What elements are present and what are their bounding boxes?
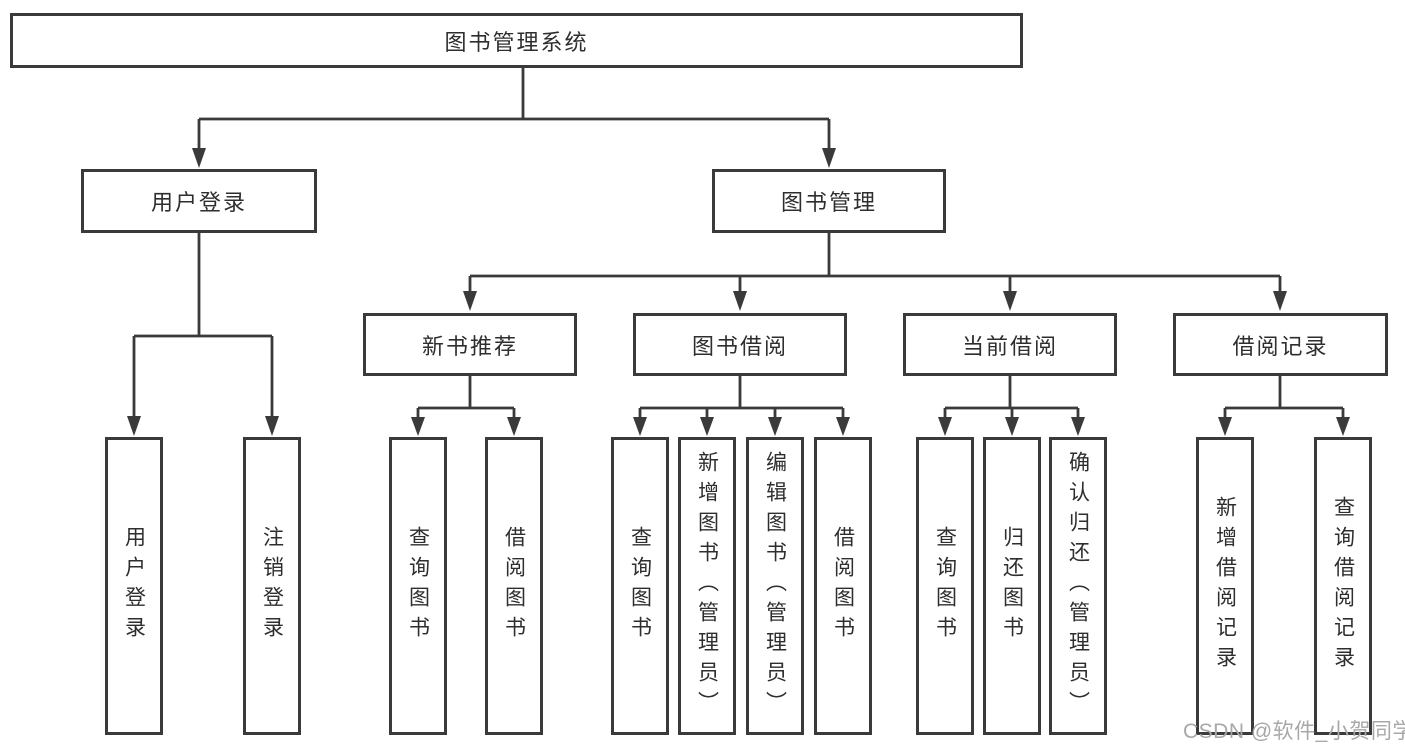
node-current-borrow: 当前借阅 bbox=[903, 313, 1117, 376]
leaf-cb-query-books: 查询图书 bbox=[916, 437, 974, 735]
leaf-bb-add-books-admin: 新增图书（管理员） bbox=[678, 437, 736, 735]
csdn-watermark: CSDN @软件_小贺同学 bbox=[1183, 720, 1405, 743]
node-new-book-recommend: 新书推荐 bbox=[363, 313, 577, 376]
leaf-br-query-record: 查询借阅记录 bbox=[1314, 437, 1372, 735]
leaf-bb-edit-books-admin: 编辑图书（管理员） bbox=[746, 437, 804, 735]
node-borrow-records: 借阅记录 bbox=[1173, 313, 1388, 376]
leaf-cb-confirm-return-admin: 确认归还（管理员） bbox=[1049, 437, 1107, 735]
leaf-cb-return-books: 归还图书 bbox=[983, 437, 1041, 735]
leaf-nbr-query-books: 查询图书 bbox=[389, 437, 447, 735]
node-user-login-branch: 用户登录 bbox=[81, 169, 317, 233]
leaf-nbr-borrow-books: 借阅图书 bbox=[485, 437, 543, 735]
node-book-borrow: 图书借阅 bbox=[633, 313, 847, 376]
node-book-management-branch: 图书管理 bbox=[712, 169, 946, 233]
leaf-br-add-record: 新增借阅记录 bbox=[1196, 437, 1254, 735]
node-root-system: 图书管理系统 bbox=[10, 13, 1023, 68]
leaf-logout: 注销登录 bbox=[243, 437, 301, 735]
leaf-user-login: 用户登录 bbox=[105, 437, 163, 735]
leaf-bb-borrow-books: 借阅图书 bbox=[814, 437, 872, 735]
leaf-bb-query-books: 查询图书 bbox=[611, 437, 669, 735]
